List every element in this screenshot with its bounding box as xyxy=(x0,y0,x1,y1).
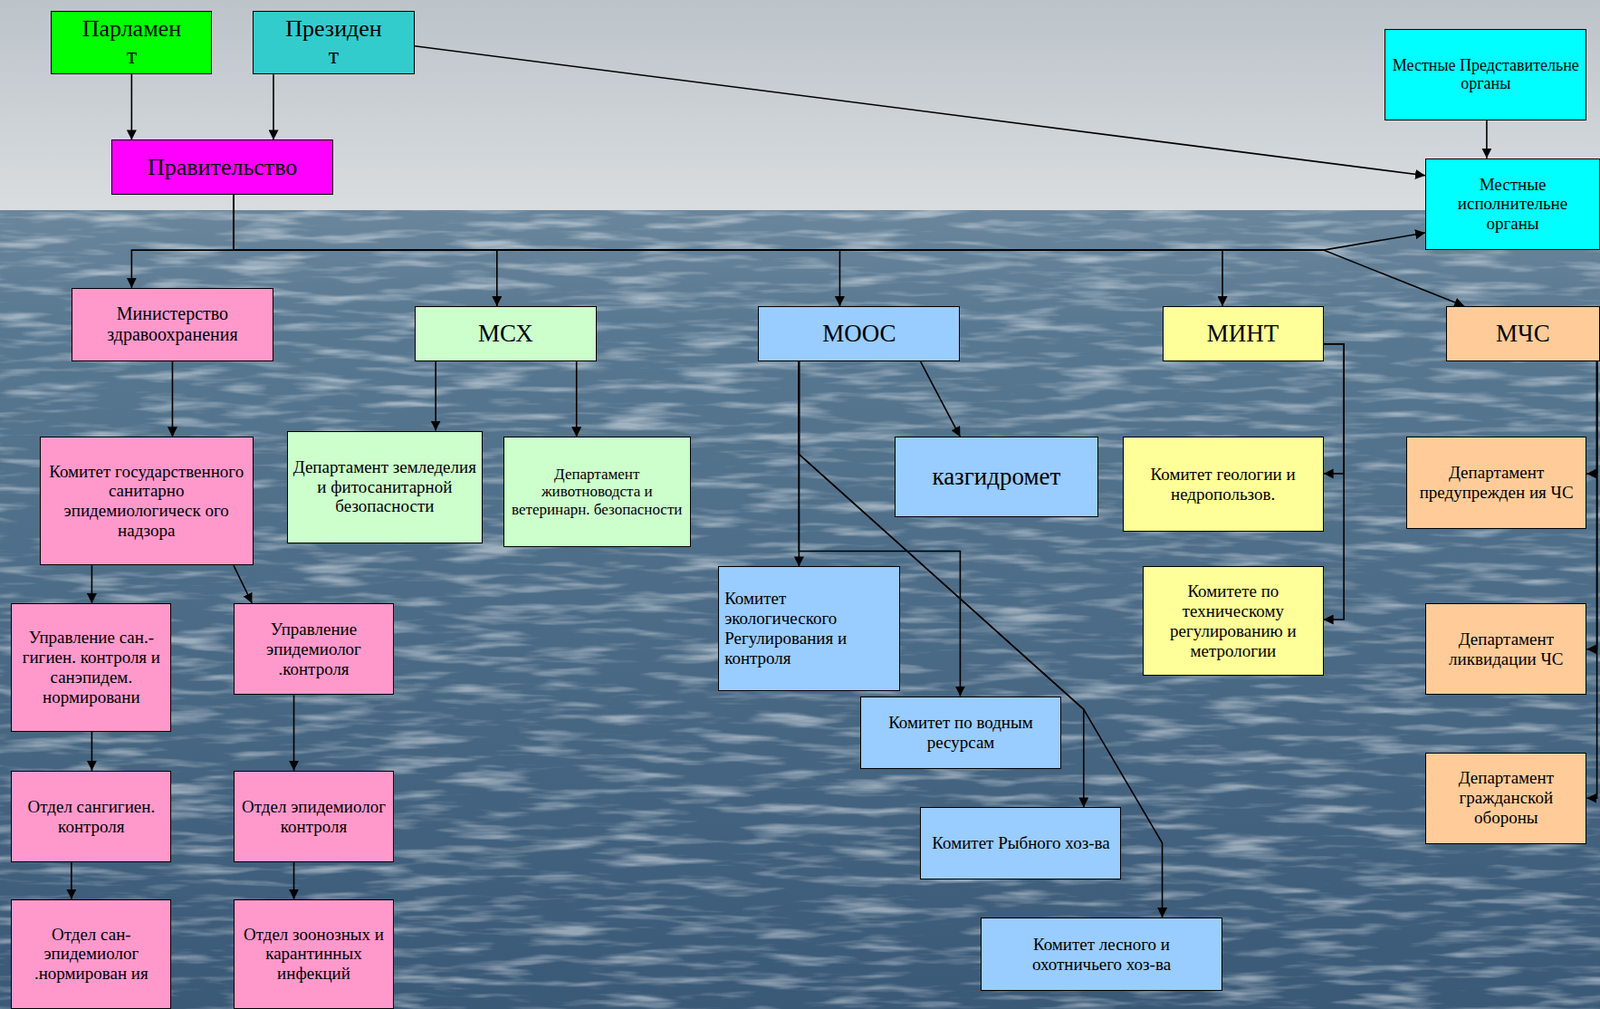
connector xyxy=(414,46,1426,176)
box-text: Комитет лесного и охотничьего хоз-ва xyxy=(986,934,1217,975)
connector xyxy=(293,694,296,770)
box-text: Президен т xyxy=(285,15,383,70)
box-text: Отдел эпидемиолог контроля xyxy=(239,796,388,837)
org-box: МЧС xyxy=(1446,306,1600,362)
org-box: Комитет геологии и недропользов. xyxy=(1122,436,1324,532)
connector xyxy=(91,565,94,604)
box-text: Отдел сангигиен. контроля xyxy=(17,796,165,837)
connector xyxy=(272,74,275,140)
box-text: Департамент предупрежден ия ЧС xyxy=(1412,462,1581,503)
org-box: Отдел эпидемиолог контроля xyxy=(233,770,394,863)
org-box: Департамент земледелия и фитосанитарной … xyxy=(287,431,483,544)
box-text: Отдел сан-эпидемиолог .нормирован ия xyxy=(17,924,165,985)
connector xyxy=(1586,361,1597,474)
org-box: Местные Представительне органы xyxy=(1384,28,1587,121)
org-box: МООС xyxy=(757,306,960,362)
box-text: Департамент ликвидации ЧС xyxy=(1431,629,1581,670)
org-box: Департамент животноводста и ветеринарн. … xyxy=(503,436,691,547)
org-box: Отдел сангигиен. контроля xyxy=(10,770,172,863)
connector xyxy=(131,74,134,140)
box-text: Департамент гражданской обороны xyxy=(1431,767,1581,828)
box-text: МСХ xyxy=(478,319,534,348)
org-box: Управление сан.-гигиен. контроля и санэп… xyxy=(10,603,172,732)
box-text: МИНТ xyxy=(1207,319,1280,348)
box-text: Правительство xyxy=(147,153,298,182)
org-box: Комитет экологического Регулирования и к… xyxy=(718,565,901,690)
connector xyxy=(233,194,1465,307)
org-box: Комитет Рыбного хоз-ва xyxy=(919,806,1121,880)
box-text: Комитете по техническому регулированию и… xyxy=(1149,581,1317,661)
box-text: Управление эпидемиолог .контроля xyxy=(239,619,388,680)
connector xyxy=(1485,120,1488,159)
connector xyxy=(1586,361,1597,798)
org-box: Департамент предупрежден ия ЧС xyxy=(1406,436,1587,528)
connector xyxy=(91,731,94,771)
org-box: Комитет государственного санитарно эпиде… xyxy=(39,436,254,566)
box-text: Местные исполнительне органы xyxy=(1431,174,1594,235)
org-box: Местные исполнительне органы xyxy=(1425,158,1600,250)
connector xyxy=(1323,344,1345,620)
box-text: Департамент земледелия и фитосанитарной … xyxy=(293,457,477,518)
org-box: МИНТ xyxy=(1162,306,1324,362)
org-box: Департамент ликвидации ЧС xyxy=(1425,603,1587,695)
box-text: Департамент животноводста и ветеринарн. … xyxy=(509,465,685,519)
connector xyxy=(233,194,1426,250)
org-box: Президен т xyxy=(252,10,414,75)
org-box: Департамент гражданской обороны xyxy=(1425,752,1587,844)
org-box: Управление эпидемиолог .контроля xyxy=(233,603,394,695)
box-text: Комитет экологического Регулирования и к… xyxy=(724,588,894,668)
box-text: Комитет геологии и недропользов. xyxy=(1129,464,1318,505)
org-box: Комитет лесного и охотничьего хоз-ва xyxy=(980,917,1223,991)
connector xyxy=(1323,344,1345,474)
box-text: казгидромет xyxy=(931,462,1061,491)
box-text: Отдел зоонозных и карантинных инфекций xyxy=(239,924,388,985)
org-box: Министерство здравоохранения xyxy=(71,287,274,362)
box-text: Комитет по водным ресурсам xyxy=(866,712,1055,753)
box-text: Комитет Рыбного хоз-ва xyxy=(931,833,1110,853)
connector xyxy=(575,361,578,437)
connector xyxy=(233,565,252,604)
connector xyxy=(172,361,174,437)
org-box: Отдел зоонозных и карантинных инфекций xyxy=(233,899,394,1009)
box-text: МЧС xyxy=(1495,319,1551,348)
box-text: МООС xyxy=(822,319,896,348)
box-text: Министерство здравоохранения xyxy=(77,303,268,345)
connector xyxy=(919,361,960,437)
box-text: Местные Представительне органы xyxy=(1390,56,1581,94)
org-box: МСХ xyxy=(414,306,598,362)
org-box: Отдел сан-эпидемиолог .нормирован ия xyxy=(10,899,172,1009)
org-box: казгидромет xyxy=(894,436,1098,518)
box-text: Парламен т xyxy=(82,15,182,70)
connector xyxy=(70,862,73,900)
box-text: Управление сан.-гигиен. контроля и санэп… xyxy=(17,627,165,707)
org-box: Комитет по водным ресурсам xyxy=(860,696,1062,769)
org-box: Правительство xyxy=(111,139,335,195)
connector xyxy=(1586,361,1597,650)
connector xyxy=(293,862,296,900)
org-box: Комитете по техническому регулированию и… xyxy=(1142,565,1323,676)
connector xyxy=(131,194,234,288)
connector xyxy=(434,361,437,432)
org-box: Парламен т xyxy=(50,10,212,75)
box-text: Комитет государственного санитарно эпиде… xyxy=(46,461,248,541)
